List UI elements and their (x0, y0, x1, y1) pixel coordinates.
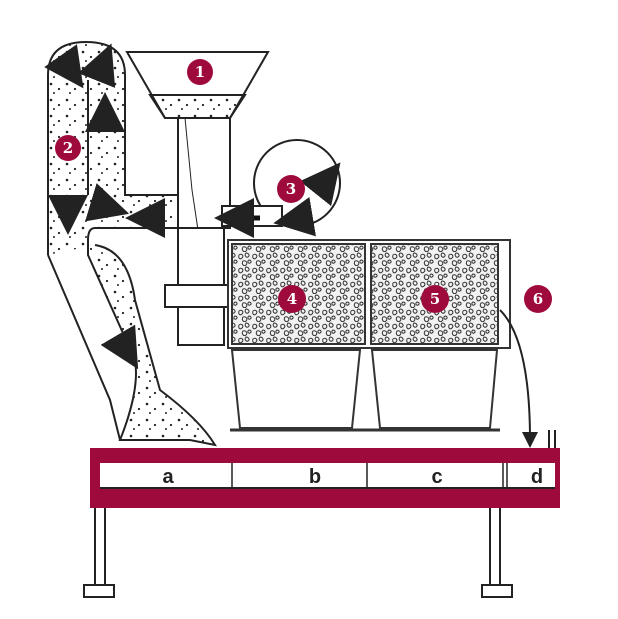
arrow-icon (85, 183, 130, 222)
section-b-label: b (309, 466, 321, 488)
section-c-label: c (431, 466, 442, 488)
post (548, 430, 556, 448)
arrow-icon (78, 43, 116, 88)
machine-legs (83, 508, 513, 598)
arrow-down-icon (100, 324, 139, 370)
section-d-label: d (531, 466, 543, 488)
svg-text:3: 3 (286, 180, 296, 198)
flow-arrows (44, 43, 341, 370)
sieve-frame (227, 239, 511, 432)
collection-conveyor: a b c d (90, 448, 560, 508)
feed-hopper (125, 51, 270, 346)
svg-text:2: 2 (63, 139, 73, 157)
svg-text:6: 6 (533, 290, 543, 308)
arrow-icon (299, 162, 341, 207)
svg-text:5: 5 (430, 290, 440, 308)
marker-2: 2 (55, 135, 81, 161)
marker-6: 6 (524, 285, 552, 313)
discharge-arrow-icon (499, 309, 538, 448)
marker-4: 4 (278, 285, 306, 313)
marker-3: 3 (277, 175, 305, 203)
section-a-label: a (162, 466, 174, 488)
arrow-icon (273, 196, 317, 237)
svg-text:1: 1 (195, 63, 205, 81)
marker-1: 1 (187, 59, 213, 85)
marker-5: 5 (421, 285, 449, 313)
arrow-icon (44, 44, 84, 89)
svg-text:4: 4 (287, 290, 297, 308)
number-markers: 1 2 3 4 5 6 (55, 59, 552, 313)
